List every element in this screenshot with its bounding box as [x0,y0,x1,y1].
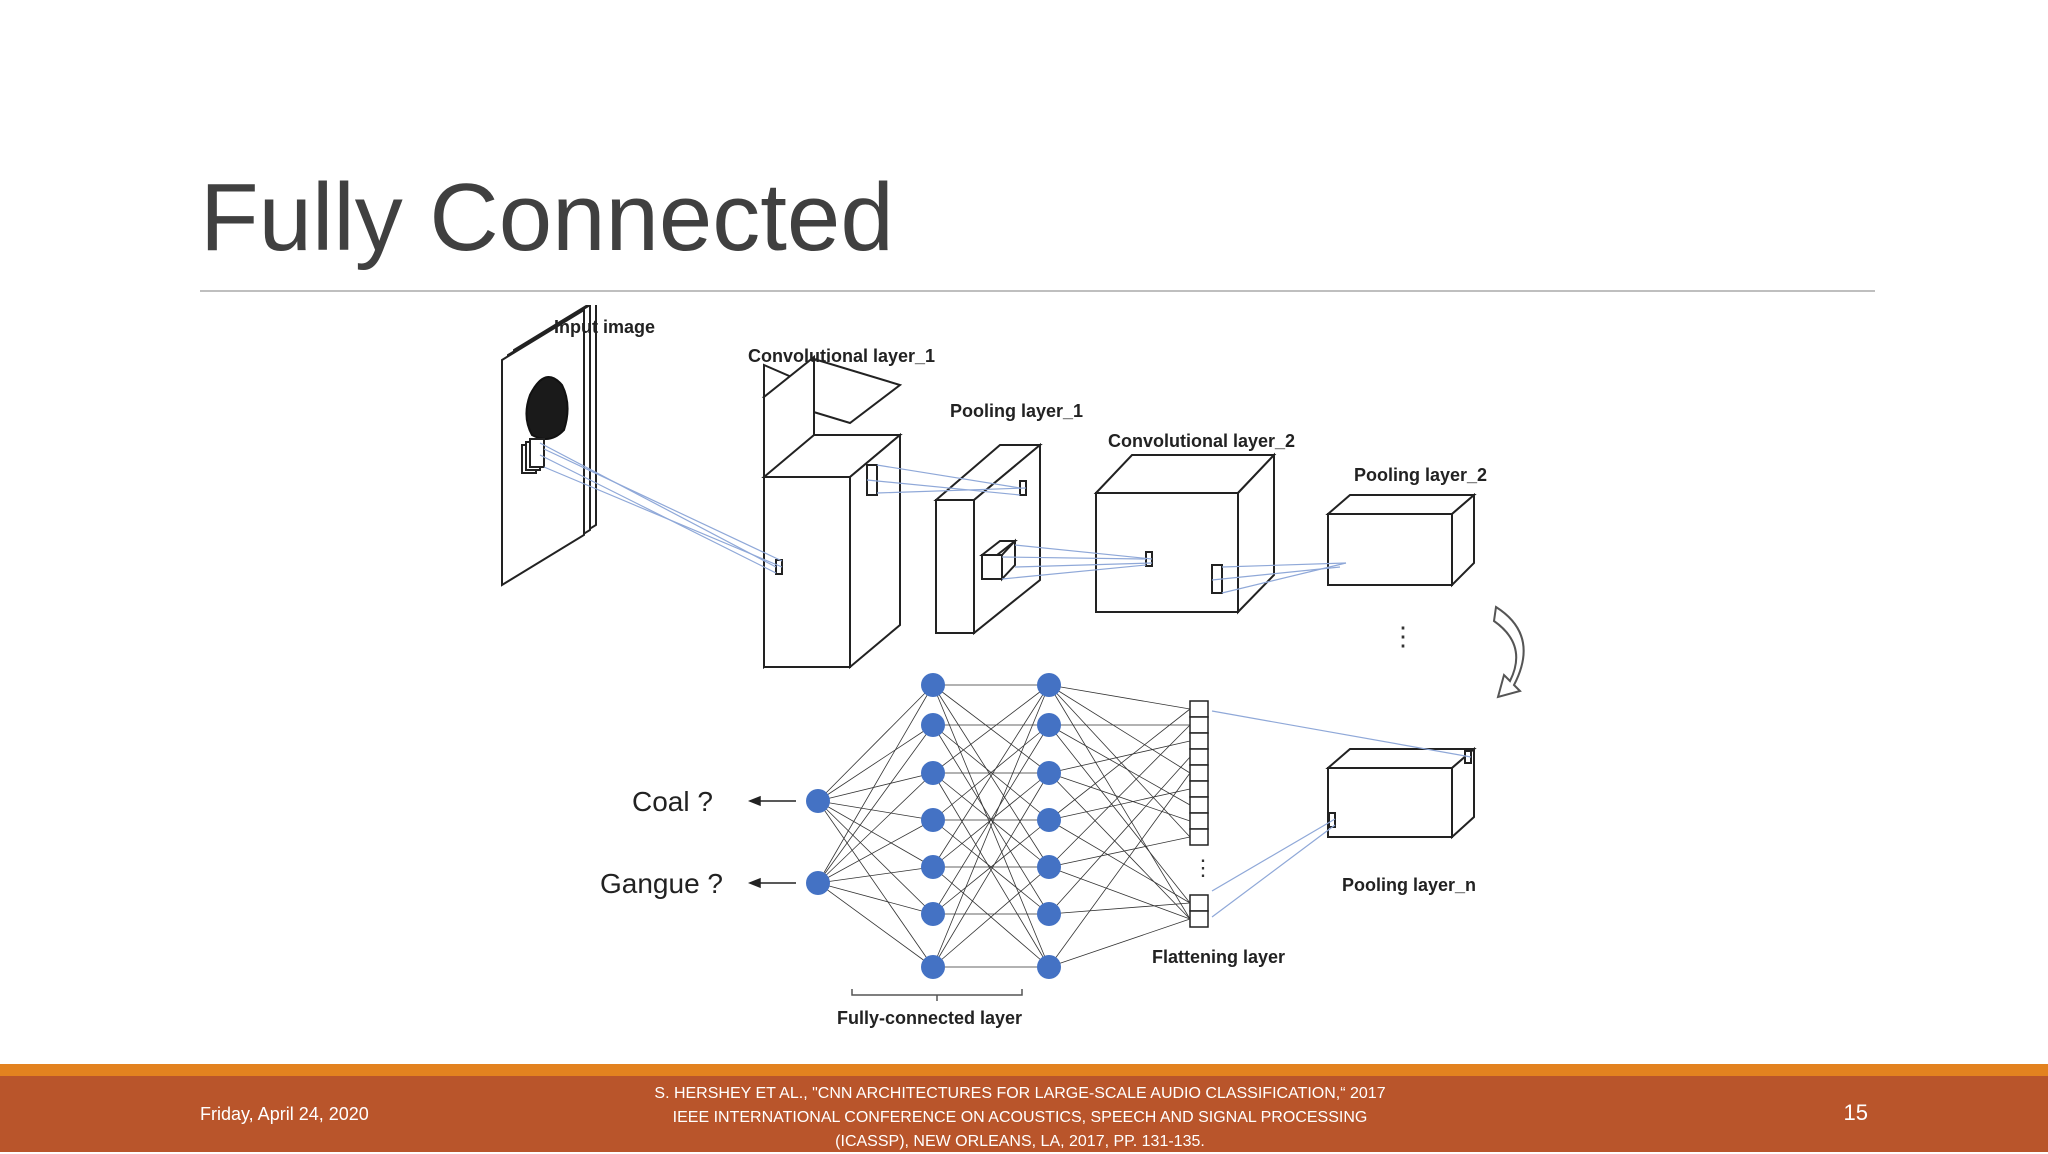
pool-layer-n-box [1325,746,1477,840]
slide-title: Fully Connected [200,164,894,271]
conv-layer-2-box [1093,452,1277,615]
fc-nodes [806,673,1061,979]
footer-date: Friday, April 24, 2020 [200,1104,369,1124]
output-arrows [747,795,796,889]
ellipsis-vertical-1: ⋮ [1390,621,1416,651]
pool-layer-1-box [933,442,1043,636]
node-output-1 [806,789,830,813]
fc-bracket [851,989,1023,1001]
footer-citation: S. Hershey et al., "CNN Architectures fo… [654,1085,1386,1150]
label-input-image: Input image [554,317,655,337]
fc-connections [817,684,1191,968]
label-flatten: Flattening layer [1152,947,1285,967]
pool-layer-2-box [1325,492,1477,588]
ellipsis-vertical-2: ⋮ [1192,855,1214,880]
label-output-coal: Coal ? [632,786,713,817]
label-conv1: Convolutional layer_1 [748,346,935,366]
curved-arrow-icon [1492,605,1525,699]
label-fc: Fully-connected layer [837,1008,1022,1028]
label-output-gangue: Gangue ? [600,868,723,899]
label-pool1: Pooling layer_1 [950,401,1083,421]
label-pool2: Pooling layer_2 [1354,465,1487,485]
title-divider [200,290,1875,292]
flattening-column [1189,700,1209,928]
slide-footer: Friday, April 24, 2020 S. Hershey et al.… [0,1076,2048,1152]
conv-layer-1-box [761,432,903,670]
label-pooln: Pooling layer_n [1342,875,1476,895]
label-conv2: Convolutional layer_2 [1108,431,1295,451]
node-output-2 [806,871,830,895]
input-image-stack [501,305,597,587]
cnn-diagram: Input image Convolutional layer_1 [501,305,1525,1028]
projection-lines [539,442,1472,918]
footer-accent-bar [0,1064,2048,1076]
page-number: 15 [1843,1100,1868,1125]
